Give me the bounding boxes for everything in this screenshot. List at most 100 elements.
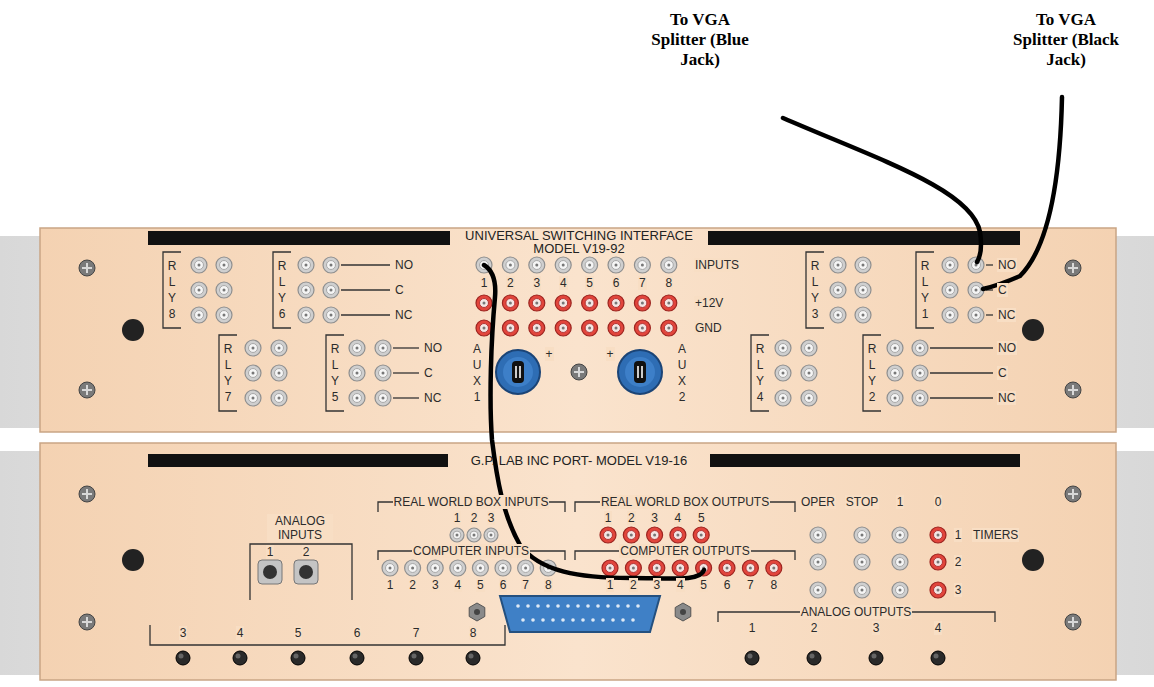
jack-label: 3 [954, 583, 963, 597]
jack-hole [934, 586, 943, 595]
screw-slot [1068, 617, 1078, 627]
jack-body [245, 365, 261, 381]
jack-hole [220, 261, 229, 270]
jack-body [450, 560, 466, 576]
jack-pin [479, 567, 482, 570]
jack-body [830, 282, 846, 298]
jack-label: + [545, 347, 554, 361]
jack [766, 560, 782, 576]
jack [350, 651, 364, 665]
relay-label: R L Y 1 [920, 258, 930, 322]
jack-hole [664, 324, 673, 333]
jack-pin [615, 264, 618, 267]
jack-hole [249, 394, 258, 403]
screw [1065, 382, 1081, 398]
jack-hole [606, 564, 615, 573]
jack [930, 527, 946, 543]
relay-label: R L Y 8 [167, 258, 177, 322]
jack-pin [700, 534, 703, 537]
jack-hole [779, 394, 788, 403]
jack-hole [559, 261, 568, 270]
jack [892, 554, 908, 570]
jack-hole [805, 369, 814, 378]
jack-pin [473, 534, 476, 537]
jack-pin [641, 327, 644, 330]
jack-pin [252, 397, 255, 400]
jack-hole [934, 531, 943, 540]
jack-label: 8 [665, 276, 674, 290]
jack [191, 282, 207, 298]
jack-body [502, 257, 518, 273]
jack-hole [814, 558, 823, 567]
jack-pin [861, 589, 864, 592]
jack-label: 1 [954, 528, 963, 542]
jack-pin [726, 567, 729, 570]
jack [968, 307, 984, 323]
jack-hole [650, 531, 659, 540]
jack-body [830, 307, 846, 323]
jack [912, 365, 928, 381]
label-bar [710, 454, 1020, 467]
db25-pin [631, 618, 635, 622]
jack-label: COMPUTER OUTPUTS [619, 544, 750, 558]
jack-hole [353, 369, 362, 378]
db25-pin [516, 604, 520, 608]
jack-hole [379, 369, 388, 378]
jack-pin [356, 347, 359, 350]
jack [518, 560, 534, 576]
db25-pin [616, 604, 620, 608]
jack [271, 390, 287, 406]
jack [608, 320, 624, 336]
jack-label: 1 [480, 276, 489, 290]
db25-pin [606, 604, 610, 608]
jack-pin [305, 264, 308, 267]
jack-body [529, 257, 545, 273]
analog-input-sockets [258, 560, 318, 584]
screw [1065, 614, 1081, 630]
jack-body [405, 560, 421, 576]
jack-label: 4 [236, 626, 245, 640]
jack-hole [327, 311, 336, 320]
jack-pin [899, 589, 902, 592]
relay-bracket [273, 252, 291, 328]
jack-hole [859, 286, 868, 295]
mount-hole [122, 319, 144, 341]
jack-pin [223, 264, 226, 267]
jack-body [810, 582, 826, 598]
jack-body [930, 527, 946, 543]
wire [983, 97, 1062, 289]
jack-hole [673, 531, 682, 540]
jack [801, 390, 817, 406]
jack-label: 3 [487, 511, 496, 525]
db25-pin [581, 618, 585, 622]
jack-pin [278, 372, 281, 375]
jack-pin [588, 327, 591, 330]
jack [582, 295, 598, 311]
jack-label: STOP [845, 495, 879, 509]
jack [810, 554, 826, 570]
jack-label: 7 [746, 578, 755, 592]
jack-body [887, 365, 903, 381]
jack-body [502, 320, 518, 336]
jack-hole [664, 261, 673, 270]
jack-body [942, 307, 958, 323]
jack-label: 8 [469, 626, 478, 640]
jack-pin [562, 302, 565, 305]
jack-pin [862, 264, 865, 267]
jack-pin [861, 561, 864, 564]
jack-shine [412, 654, 417, 659]
jack [801, 340, 817, 356]
contact-line [930, 397, 993, 398]
jack-pin [330, 264, 333, 267]
jack-label: 2 [302, 545, 311, 559]
db25-pin [561, 618, 565, 622]
jack-label: 2 [627, 511, 636, 525]
label-bar [148, 454, 448, 467]
jack-body [529, 295, 545, 311]
jack-hole [805, 344, 814, 353]
jack-pin [817, 534, 820, 537]
jack-label: 1 [453, 511, 462, 525]
screw-head [79, 614, 95, 630]
